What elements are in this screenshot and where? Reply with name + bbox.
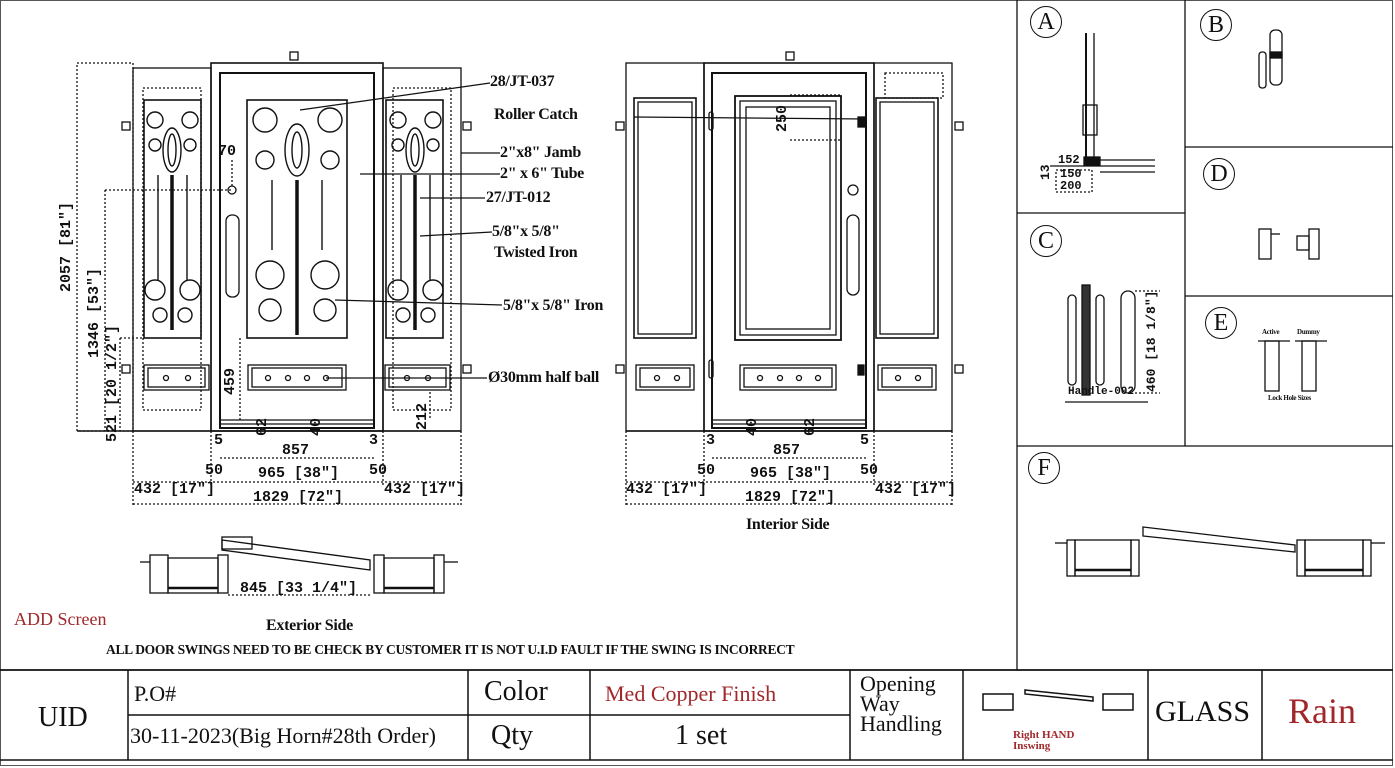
detail-c-dim: 460 [18 1/8"] [1144, 290, 1159, 392]
detail-a-drawing [1050, 33, 1155, 193]
detail-d-drawing [1258, 228, 1320, 260]
callout-half-ball: Ø30mm half ball [488, 369, 600, 386]
detail-e-dummy: Dummy [1297, 328, 1320, 336]
dim-height-handle: 1346 [53"] [86, 267, 103, 358]
dim-height-kick: 521 [20 1/2"] [104, 324, 121, 442]
dim-catch-250: 250 [774, 104, 791, 132]
dim-int-gap-left: 3 [706, 432, 716, 449]
dim-int-jamb-right: 50 [860, 462, 879, 479]
dim-height-total: 2057 [81"] [58, 201, 75, 292]
caption-exterior-side: Exterior Side [266, 617, 353, 634]
dim-sidelite-left: 432 [17"] [134, 481, 216, 498]
dim-door-width: 857 [282, 442, 310, 459]
detail-b-drawing [1258, 29, 1283, 89]
qty-value: 1 set [675, 720, 728, 751]
callout-tube: 2" x 6" Tube [500, 165, 584, 182]
dim-bottom-62: 62 [254, 417, 271, 436]
qty-label: Qty [491, 720, 533, 751]
dim-total-width: 1829 [72"] [253, 489, 344, 506]
dim-gap-left: 5 [214, 432, 224, 449]
dim-int-total-width: 1829 [72"] [745, 489, 836, 506]
dim-gap-right: 3 [369, 432, 379, 449]
plan-view [140, 536, 458, 596]
dim-int-sidelite-right: 432 [17"] [875, 481, 957, 498]
dim-jamb-left: 50 [205, 462, 224, 479]
detail-f-drawing [1055, 526, 1385, 577]
handing-value: Right HAND Inswing [1013, 729, 1075, 752]
po-label: P.O# [134, 681, 177, 706]
opening-way-label: Opening Way Handling [860, 671, 942, 736]
dim-int-bottom-62: 62 [802, 417, 819, 436]
title-block-lines [0, 670, 1393, 761]
detail-b-badge: B [1200, 9, 1232, 41]
detail-e-active: Active [1262, 328, 1280, 336]
dim-bottom-40: 40 [308, 417, 325, 436]
swing-warning: ALL DOOR SWINGS NEED TO BE CHECK BY CUST… [106, 642, 795, 657]
detail-d-badge: D [1203, 158, 1235, 190]
color-value: Med Copper Finish [605, 681, 777, 706]
dim-sidelite-right: 432 [17"] [384, 481, 466, 498]
detail-a-dim-13: 13 [1038, 164, 1053, 180]
dim-int-jamb-left: 50 [697, 462, 716, 479]
callout-27-jt-012: 27/JT-012 [486, 189, 551, 206]
dim-opening: 845 [33 1/4"] [240, 580, 358, 597]
detail-c-name: Handle-002 [1068, 386, 1135, 398]
detail-f-badge: F [1028, 452, 1060, 484]
glass-label: GLASS [1155, 695, 1251, 728]
detail-e-badge: E [1205, 307, 1237, 339]
callout-jamb: 2"x8" Jamb [500, 144, 581, 161]
dim-panel-459: 459 [222, 367, 239, 395]
detail-c-badge: C [1030, 225, 1062, 257]
po-value: 30-11-2023(Big Horn#28th Order) [130, 723, 436, 748]
add-screen-note: ADD Screen [14, 609, 107, 629]
callout-28-jt-037: 28/JT-037 [490, 73, 555, 90]
color-label: Color [484, 676, 548, 707]
callout-twisted-iron-size: 5/8"x 5/8" [492, 223, 560, 240]
caption-interior-side: Interior Side [746, 516, 830, 533]
dim-int-frame-width: 965 [38"] [750, 465, 832, 482]
exterior-elevation [76, 51, 503, 505]
dim-frame-width: 965 [38"] [258, 465, 340, 482]
dim-int-door-width: 857 [773, 442, 801, 459]
detail-a-dim-150: 150 [1060, 167, 1082, 181]
dim-int-gap-right: 5 [860, 432, 870, 449]
dim-int-sidelite-left: 432 [17"] [626, 481, 708, 498]
detail-a-dim-152: 152 [1058, 153, 1080, 167]
uid-logo: UID [38, 702, 88, 733]
dim-panel-212: 212 [414, 402, 431, 430]
dim-int-bottom-40: 40 [744, 417, 761, 436]
detail-c-drawing [1065, 284, 1160, 403]
dim-jamb-right: 50 [369, 462, 388, 479]
callout-twisted-iron: Twisted Iron [494, 244, 578, 261]
glass-value: Rain [1288, 691, 1356, 731]
detail-e-caption: Lock Hole Sizes [1268, 394, 1311, 402]
detail-a-badge: A [1030, 6, 1062, 38]
detail-a-dim-200: 200 [1060, 179, 1082, 193]
detail-e-drawing [1258, 340, 1327, 392]
callout-roller-catch: Roller Catch [494, 106, 578, 123]
callout-iron: 5/8"x 5/8" Iron [503, 297, 604, 314]
dim-lock-offset: 70 [218, 143, 237, 160]
interior-elevation [615, 51, 964, 505]
